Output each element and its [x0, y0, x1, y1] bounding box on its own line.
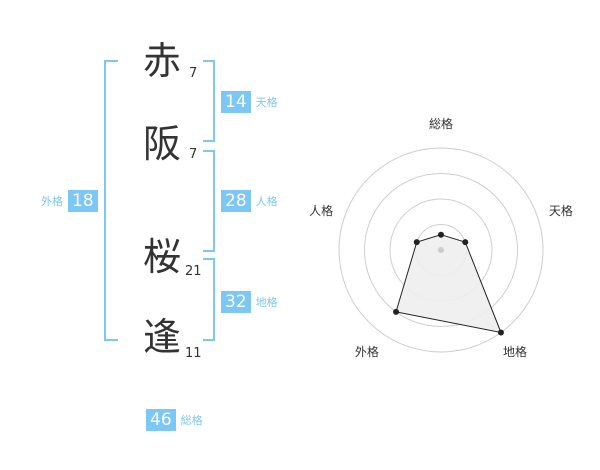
soukaku-label: 総格: [180, 414, 203, 427]
radar-axis-label-5: 人格: [309, 203, 333, 218]
radar-data-polygon: [395, 234, 502, 334]
radar-point-1: [438, 231, 444, 238]
gaikaku-label: 外格: [41, 195, 63, 208]
jinkaku-value: 28: [221, 190, 251, 212]
radar-ring-4: [338, 147, 544, 353]
radar-center-dot: [438, 247, 444, 253]
outer-bracket: [104, 60, 118, 341]
jinkaku-badge: 28 人格: [221, 190, 278, 212]
gaikaku-badge: 外格 18: [41, 190, 98, 212]
stroke-count-3: 21: [185, 264, 202, 279]
radar-point-3: [497, 329, 504, 336]
soukaku-badge: 46 総格: [146, 409, 203, 431]
radar-point-4: [393, 308, 400, 315]
chikaku-bracket: [203, 258, 215, 341]
stroke-count-4: 11: [185, 346, 202, 361]
name-char-1: 赤: [143, 39, 182, 83]
radar-axis-label-2: 天格: [549, 203, 573, 218]
name-char-3: 桜: [143, 235, 182, 279]
radar-point-2: [462, 239, 469, 246]
gaikaku-value: 18: [68, 190, 98, 212]
tenkaku-value: 14: [221, 91, 251, 113]
tenkaku-bracket: [203, 60, 215, 142]
tenkaku-label: 天格: [255, 96, 278, 109]
radar-axis-label-1: 総格: [429, 116, 453, 131]
name-char-2: 阪: [143, 122, 182, 166]
chikaku-badge: 32 地格: [221, 291, 278, 313]
radar-ring-3: [364, 173, 518, 327]
tenkaku-badge: 14 天格: [221, 91, 278, 113]
name-char-4: 逢: [143, 315, 182, 359]
stroke-count-1: 7: [189, 66, 198, 81]
chikaku-value: 32: [221, 291, 251, 313]
radar-axis-label-4: 外格: [355, 344, 379, 359]
jinkaku-label: 人格: [255, 195, 278, 208]
chikaku-label: 地格: [255, 296, 278, 309]
radar-axis-label-3: 地格: [503, 344, 527, 359]
stroke-count-2: 7: [189, 147, 198, 162]
soukaku-value: 46: [146, 409, 176, 431]
jinkaku-bracket: [203, 150, 215, 252]
radar-point-5: [413, 239, 420, 246]
